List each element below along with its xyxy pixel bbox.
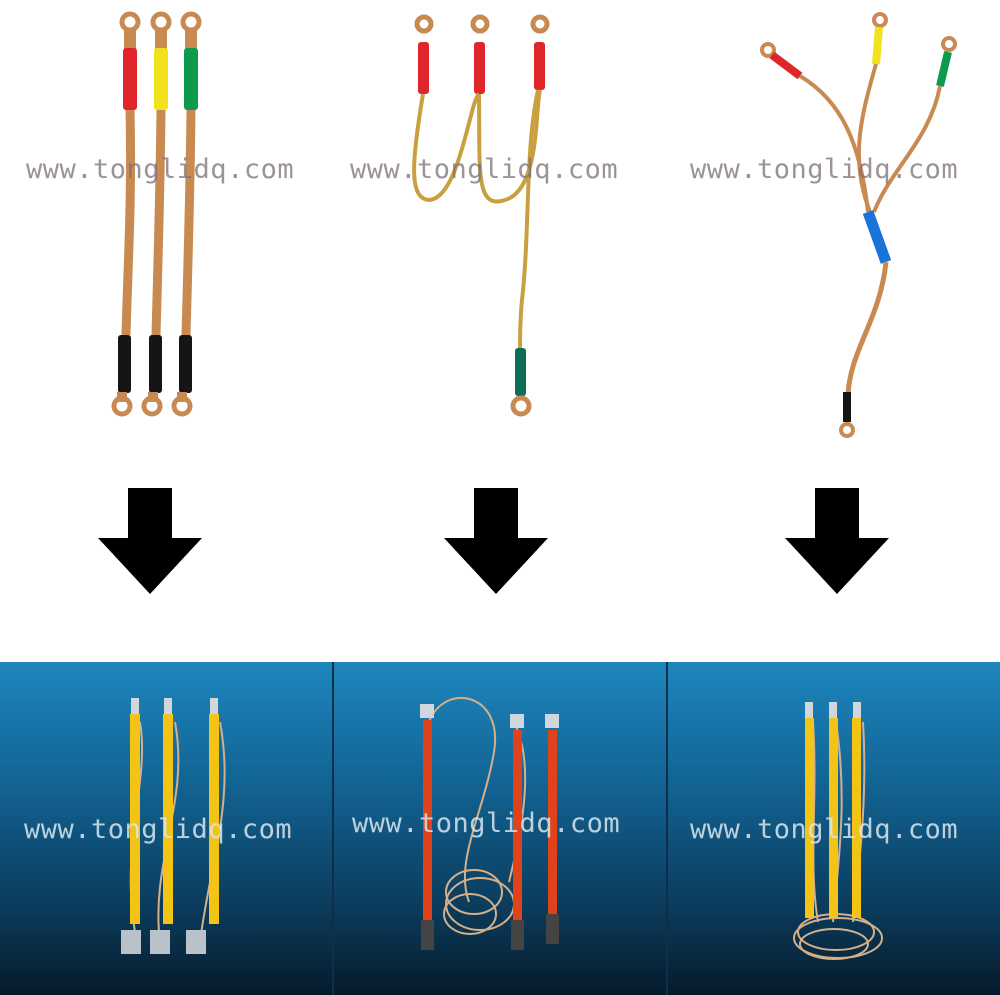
three-straight-cables-image bbox=[111, 11, 957, 438]
rod bbox=[420, 704, 434, 950]
rod bbox=[150, 698, 173, 954]
cable-red bbox=[111, 11, 141, 417]
rod bbox=[829, 702, 838, 918]
cable-images-section: www.tonglidq.com www.tonglidq.com www.to… bbox=[26, 11, 959, 594]
rod bbox=[186, 698, 219, 954]
cable-yellow bbox=[141, 11, 172, 417]
yellow-grounding-rods-image bbox=[121, 698, 226, 954]
watermark-bottom-3: www.tonglidq.com bbox=[690, 814, 959, 845]
branching-cable-image bbox=[760, 12, 957, 438]
down-arrow-icon bbox=[444, 488, 548, 594]
rod bbox=[121, 698, 141, 954]
orange-grounding-rods-image bbox=[420, 697, 559, 950]
rod bbox=[852, 702, 861, 918]
rod bbox=[510, 714, 524, 950]
rod bbox=[545, 714, 559, 944]
watermark-bottom-2: www.tonglidq.com bbox=[352, 808, 621, 839]
down-arrow-icon bbox=[98, 488, 202, 594]
watermark-top-1: www.tonglidq.com bbox=[26, 154, 295, 185]
grounding-rod-panel-2 bbox=[334, 662, 666, 995]
watermark-top-2: www.tonglidq.com bbox=[350, 154, 619, 185]
watermark-top-3: www.tonglidq.com bbox=[690, 154, 959, 185]
grounding-rod-images-section: www.tonglidq.com www.tonglidq.com www.to… bbox=[0, 662, 1000, 995]
grounding-rod-panel-1 bbox=[0, 662, 332, 995]
down-arrow-icon bbox=[785, 488, 889, 594]
cable-green bbox=[171, 11, 202, 417]
grounding-rod-panel-3 bbox=[668, 662, 1000, 995]
yellow-rods-with-coil-image bbox=[793, 702, 883, 960]
watermark-bottom-1: www.tonglidq.com bbox=[24, 814, 293, 845]
joined-cable-image bbox=[412, 14, 550, 417]
rod bbox=[805, 702, 814, 918]
